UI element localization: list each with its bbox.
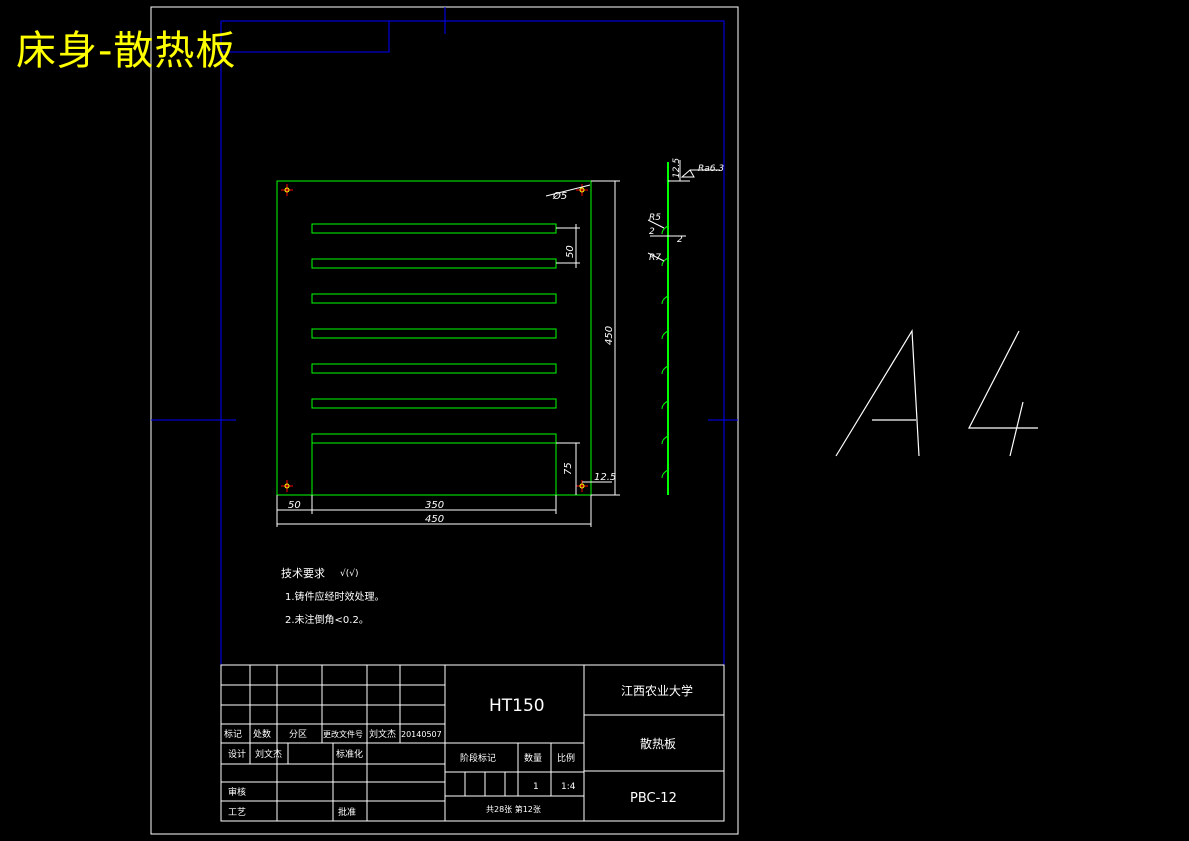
title-block [220,664,725,822]
height-total-label: 450 [604,326,615,345]
corner-holes [281,184,588,492]
tb-design-label: 设计 [228,748,246,760]
hole-mark [281,184,293,196]
tb-row-label: 刘文杰 [369,728,396,740]
tb-weight-label: 数量 [524,752,542,764]
hole-mark [281,480,293,492]
slot [311,223,557,234]
width-total-label: 450 [425,514,444,525]
tb-part-name: 散热板 [640,736,676,751]
hole-dia-label: Ø5 [552,190,567,202]
tb-review-label: 审核 [228,786,246,798]
gap-1-label: 2 [649,227,655,237]
radius-1-label: R5 [649,213,661,223]
notes-line-2: 2.未注倒角<0.2。 [285,613,369,626]
slot [311,328,557,339]
slot [311,398,557,409]
side-thickness-label: 12.5 [672,158,682,178]
drawing-heading: 床身-散热板 [16,28,237,74]
notes-symbol: √(√) [340,568,359,579]
tb-designer: 刘文杰 [255,748,282,760]
drawing-border [220,20,725,822]
slot [311,293,557,304]
notes-line-1: 1.铸件应经时效处理。 [285,590,385,603]
tb-scale-label: 比例 [557,752,575,764]
tb-row-label: 20140507 [401,730,442,739]
slot [311,433,557,444]
slot-pitch-label: 50 [565,245,576,258]
edge-offset-label: 12.5 [594,472,616,483]
tb-row-label: 处数 [253,728,271,740]
tb-approve-label: 批准 [338,806,356,818]
dimension-lines [276,180,620,527]
tb-row-label: 更改文件号 [323,729,363,739]
radius-2-label: R7 [649,253,661,263]
side-view: 12.5 Ra6.3 R5 R7 2 2 [647,158,724,495]
gap-2-label: 2 [677,235,683,245]
corner-label-box [220,20,390,53]
tb-scale: 1:4 [561,782,576,792]
sheet-size-mark [835,329,1038,457]
tb-school: 江西农业大学 [621,683,693,698]
slot [311,363,557,374]
tb-material: HT150 [489,696,545,716]
notes-title: 技术要求 [281,567,325,580]
left-margin-label: 50 [288,500,301,511]
tb-standard-label: 标准化 [336,748,363,760]
tb-drawing-no: PBC-12 [630,791,677,806]
lower-pocket [311,443,557,495]
slot [311,258,557,269]
plate-outline [276,180,592,496]
tb-stage-label: 阶段标记 [460,752,496,764]
sheet-size-label: A4 [900,478,902,481]
slots [311,223,557,444]
tb-row-label: 标记 [224,728,242,740]
slot-length-label: 350 [425,500,444,511]
tb-quantity: 1 [533,782,539,792]
roughness-label: Ra6.3 [698,164,724,174]
tb-row-label: 分区 [289,729,307,740]
bottom-offset-label: 75 [563,462,574,475]
tb-sheets: 共28张 第12张 [486,804,541,814]
tb-process-label: 工艺 [228,807,246,818]
centering-marks [151,7,738,421]
hole-mark [576,184,588,196]
